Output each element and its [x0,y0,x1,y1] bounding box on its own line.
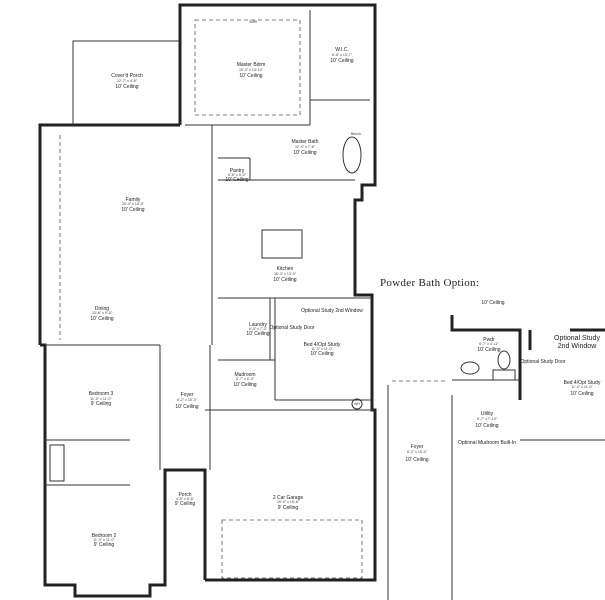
svg-text:11'-0" x 11'-0": 11'-0" x 11'-0" [311,347,333,351]
svg-text:4'-0" x 5'-6": 4'-0" x 5'-6" [176,497,195,501]
svg-text:10' Ceiling: 10' Ceiling [115,84,138,90]
svg-text:19'-0" x 19'-8": 19'-0" x 19'-8" [277,500,300,504]
room-covered-porch: Cover'd Porch 12'-7" x 4'-6" 10' Ceiling [111,73,143,90]
room-mudroom: Mudroom 6'-7" x 6'-0" 10' Ceiling [233,372,256,388]
option-top-ceiling: 10' Ceiling [481,300,504,306]
svg-text:Dining: Dining [95,306,109,312]
svg-text:9' Ceiling: 9' Ceiling [175,501,196,507]
svg-text:11'-0" x 11'-0": 11'-0" x 11'-0" [571,385,593,389]
room-foyer: Foyer 6'-2" x 15'-0" 10' Ceiling [175,392,198,410]
svg-text:Pwdr: Pwdr [483,337,495,343]
svg-text:10' Ceiling: 10' Ceiling [475,423,498,429]
svg-text:Foyer: Foyer [411,444,424,450]
water-heater-label: WH [354,402,360,406]
room-pantry: Pantry 5'-6" x 5'-0" 10' Ceiling [225,168,248,183]
svg-text:10' Ceiling: 10' Ceiling [90,316,113,322]
svg-text:10' Ceiling: 10' Ceiling [405,457,428,463]
svg-text:6'-5" x 7'-0": 6'-5" x 7'-0" [249,327,268,331]
option-title: Powder Bath Option: [380,277,479,289]
svg-text:11'-0" x 11'-0": 11'-0" x 11'-0" [90,397,112,401]
svg-text:10' Ceiling: 10' Ceiling [121,207,144,213]
svg-text:W.I.C.: W.I.C. [335,47,349,53]
option-room-pwdr: Pwdr 6'-7" x 4'-11" 10' Ceiling [477,337,500,353]
option-room-foyer: Foyer 6'-2" x 15'-0" 10' Ceiling [405,444,428,463]
svg-text:10' Ceiling: 10' Ceiling [293,150,316,156]
svg-text:Porch: Porch [178,492,191,498]
svg-text:12'-7" x 4'-6": 12'-7" x 4'-6" [117,79,138,83]
svg-text:6'-7" x 4'-11": 6'-7" x 4'-11" [479,342,500,346]
svg-text:9' Ceiling: 9' Ceiling [94,542,115,548]
svg-text:Bed 4/Opt Study: Bed 4/Opt Study [564,380,601,386]
svg-text:10' Ceiling: 10' Ceiling [239,73,262,79]
svg-text:Utility: Utility [481,411,494,417]
svg-text:Pantry: Pantry [230,168,245,174]
svg-text:10' Ceiling: 10' Ceiling [246,331,269,337]
room-master-bath: Master Bath 12'-0" x 7'-6" 10' Ceiling [292,139,319,156]
svg-text:Master Bath: Master Bath [292,139,319,145]
option-study-window-label: Optional Study 2nd Window [551,335,603,351]
svg-text:6'-6" x 13'-7": 6'-6" x 13'-7" [332,53,353,57]
svg-text:6'-7" x 7'-10": 6'-7" x 7'-10" [477,417,498,421]
room-dining: Dining 13'-6" x 9'-6" 10' Ceiling [90,306,113,322]
room-garage: 2 Car Garage 19'-0" x 19'-8" 9' Ceiling [273,495,304,511]
svg-text:Cover'd Porch: Cover'd Porch [111,73,143,79]
svg-text:20'-0" x 14'-0": 20'-0" x 14'-0" [122,202,145,206]
room-labels: Soffit Cover'd Porch 12'-7" x 4'-6" 10' … [89,20,363,548]
room-family: Family 20'-0" x 14'-0" 10' Ceiling [121,197,144,213]
svg-text:11'-0" x 11'-0": 11'-0" x 11'-0" [93,538,115,542]
room-wic: W.I.C. 6'-6" x 13'-7" 10' Ceiling [330,47,353,64]
option-room-utility: Utility 6'-7" x 7'-10" 10' Ceiling [475,411,498,429]
svg-text:12'-0" x 7'-6": 12'-0" x 7'-6" [295,145,316,149]
svg-text:2 Car Garage: 2 Car Garage [273,495,304,501]
svg-text:Foyer: Foyer [181,392,194,398]
svg-text:10' Ceiling: 10' Ceiling [233,382,256,388]
svg-text:Master Bdrm: Master Bdrm [237,62,266,68]
svg-text:10' Ceiling: 10' Ceiling [175,404,198,410]
optional-study-door-label: Optional Study Door [269,325,314,331]
svg-text:10' Ceiling: 10' Ceiling [570,391,593,397]
room-laundry: Laundry 6'-5" x 7'-0" 10' Ceiling [246,322,269,337]
svg-text:5'-6" x 5'-0": 5'-6" x 5'-0" [228,173,247,177]
main-plan-walls [38,3,377,598]
svg-text:10' Ceiling: 10' Ceiling [310,351,333,357]
room-kitchen: Kitchen 16'-3" x 13'-0" 10' Ceiling [273,266,296,283]
svg-text:10' Ceiling: 10' Ceiling [477,347,500,353]
option-study-door-label: Optional Study Door [520,359,565,365]
room-porch: Porch 4'-0" x 5'-6" 9' Ceiling [175,492,196,507]
room-master-bdrm: Master Bdrm 15'-0" x 13'-10" 10' Ceiling [237,62,266,79]
soffit-label: Soffit [249,20,257,24]
room-bed4: Bed 4/Opt Study 11'-0" x 11'-0" 10' Ceil… [304,342,341,357]
svg-text:10' Ceiling: 10' Ceiling [273,277,296,283]
svg-text:Bedroom 2: Bedroom 2 [92,533,117,539]
svg-text:Bed 4/Opt Study: Bed 4/Opt Study [304,342,341,348]
svg-text:6'-2" x 15'-0": 6'-2" x 15'-0" [407,450,428,454]
svg-text:16'-3" x 13'-0": 16'-3" x 13'-0" [274,272,297,276]
svg-text:10' Ceiling: 10' Ceiling [225,177,248,183]
optional-study-window-label: Optional Study 2nd Window [301,308,363,314]
svg-text:Bedroom 3: Bedroom 3 [89,391,114,397]
svg-text:Kitchen: Kitchen [277,266,294,272]
svg-text:13'-6" x 9'-6": 13'-6" x 9'-6" [92,311,113,315]
svg-text:15'-0" x 13'-10": 15'-0" x 13'-10" [239,68,264,72]
room-bedroom2: Bedroom 2 11'-0" x 11'-0" 9' Ceiling [92,533,117,548]
svg-text:Family: Family [126,197,141,203]
svg-text:9' Ceiling: 9' Ceiling [278,505,299,511]
option-room-bed4: Bed 4/Opt Study 11'-0" x 11'-0" 10' Ceil… [564,380,601,397]
svg-text:Laundry: Laundry [249,322,268,328]
room-bedroom3: Bedroom 3 11'-0" x 11'-0" 9' Ceiling [89,391,114,407]
svg-text:Mudroom: Mudroom [234,372,255,378]
svg-text:10' Ceiling: 10' Ceiling [330,58,353,64]
svg-text:6'-2" x 15'-0": 6'-2" x 15'-0" [177,398,198,402]
bench-label: Bench [351,132,361,136]
option-mudroom-builtin-label: Optional Mudroom Built-In [458,440,516,446]
svg-text:9' Ceiling: 9' Ceiling [91,401,112,407]
svg-text:6'-7" x 6'-0": 6'-7" x 6'-0" [236,377,255,381]
powder-bath-option: Powder Bath Option: 10' Ceiling Pwdr 6'-… [380,277,605,600]
